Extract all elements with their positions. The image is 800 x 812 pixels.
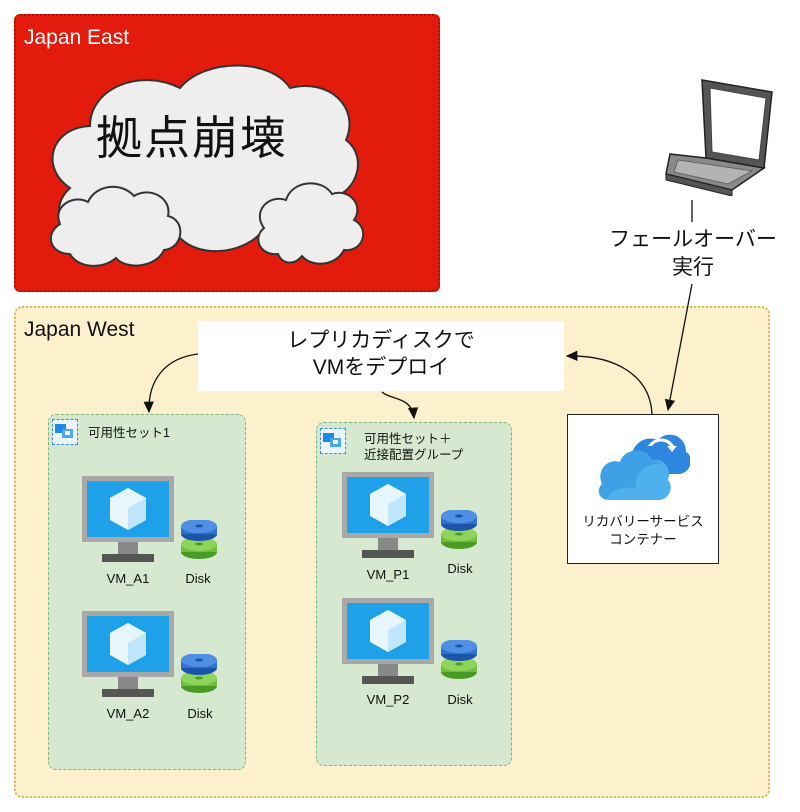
failover-line1: フェールオーバー [609, 228, 777, 251]
region-label-japan-east: Japan East [24, 26, 130, 49]
cloud-shape [49, 64, 365, 267]
callout-line2: VMをデプロイ [312, 356, 450, 379]
vm-monitor-icon [82, 476, 174, 562]
managed-disk-icon [441, 640, 477, 679]
laptop-icon [665, 79, 773, 196]
recovery-label-line2: コンテナー [609, 532, 677, 547]
disk-label: Disk [187, 706, 213, 721]
availability-set-2-title-line2: 近接配置グループ [364, 448, 464, 462]
availability-set-1 [48, 414, 246, 770]
availability-set-icon [52, 419, 78, 445]
managed-disk-icon [441, 510, 477, 549]
failover-label: フェールオーバー 実行 [600, 226, 786, 282]
disk-label: Disk [447, 692, 473, 707]
recovery-label-line1: リカバリーサービス [582, 514, 704, 529]
callout-line1: レプリカディスクで [287, 329, 475, 352]
disk-label: Disk [447, 561, 473, 576]
vm-p2-label: VM_P2 [366, 692, 410, 707]
vm-monitor-icon [342, 472, 434, 558]
disaster-text: 拠点崩壊 [96, 112, 288, 164]
vm-monitor-icon [82, 611, 174, 697]
availability-set-2-title: 可用性セット＋ 近接配置グループ [364, 431, 463, 463]
recovery-services-vault-icon [598, 434, 690, 500]
arrow-callout-to-avset1 [143, 353, 199, 414]
region-label-japan-west: Japan West [24, 318, 135, 341]
availability-set-icon [320, 428, 346, 454]
arrow-vault-to-callout [565, 350, 653, 415]
recovery-services-vault-label: リカバリーサービス コンテナー [567, 513, 719, 549]
vm-a1-label: VM_A1 [106, 571, 150, 586]
vm-a2-label: VM_A2 [106, 706, 150, 721]
deploy-callout: レプリカディスクで VMをデプロイ [198, 321, 564, 391]
vm-monitor-icon [342, 598, 434, 684]
availability-set-1-title: 可用性セット1 [88, 426, 170, 440]
vm-p1-label: VM_P1 [366, 567, 410, 582]
disk-label: Disk [185, 571, 211, 586]
managed-disk-icon [181, 520, 217, 559]
availability-set-2-title-line1: 可用性セット＋ [364, 432, 452, 446]
managed-disk-icon [181, 654, 217, 693]
arrow-callout-to-avset2 [381, 391, 419, 420]
failover-line2: 実行 [672, 256, 714, 279]
arrow-failover-down [664, 283, 693, 412]
